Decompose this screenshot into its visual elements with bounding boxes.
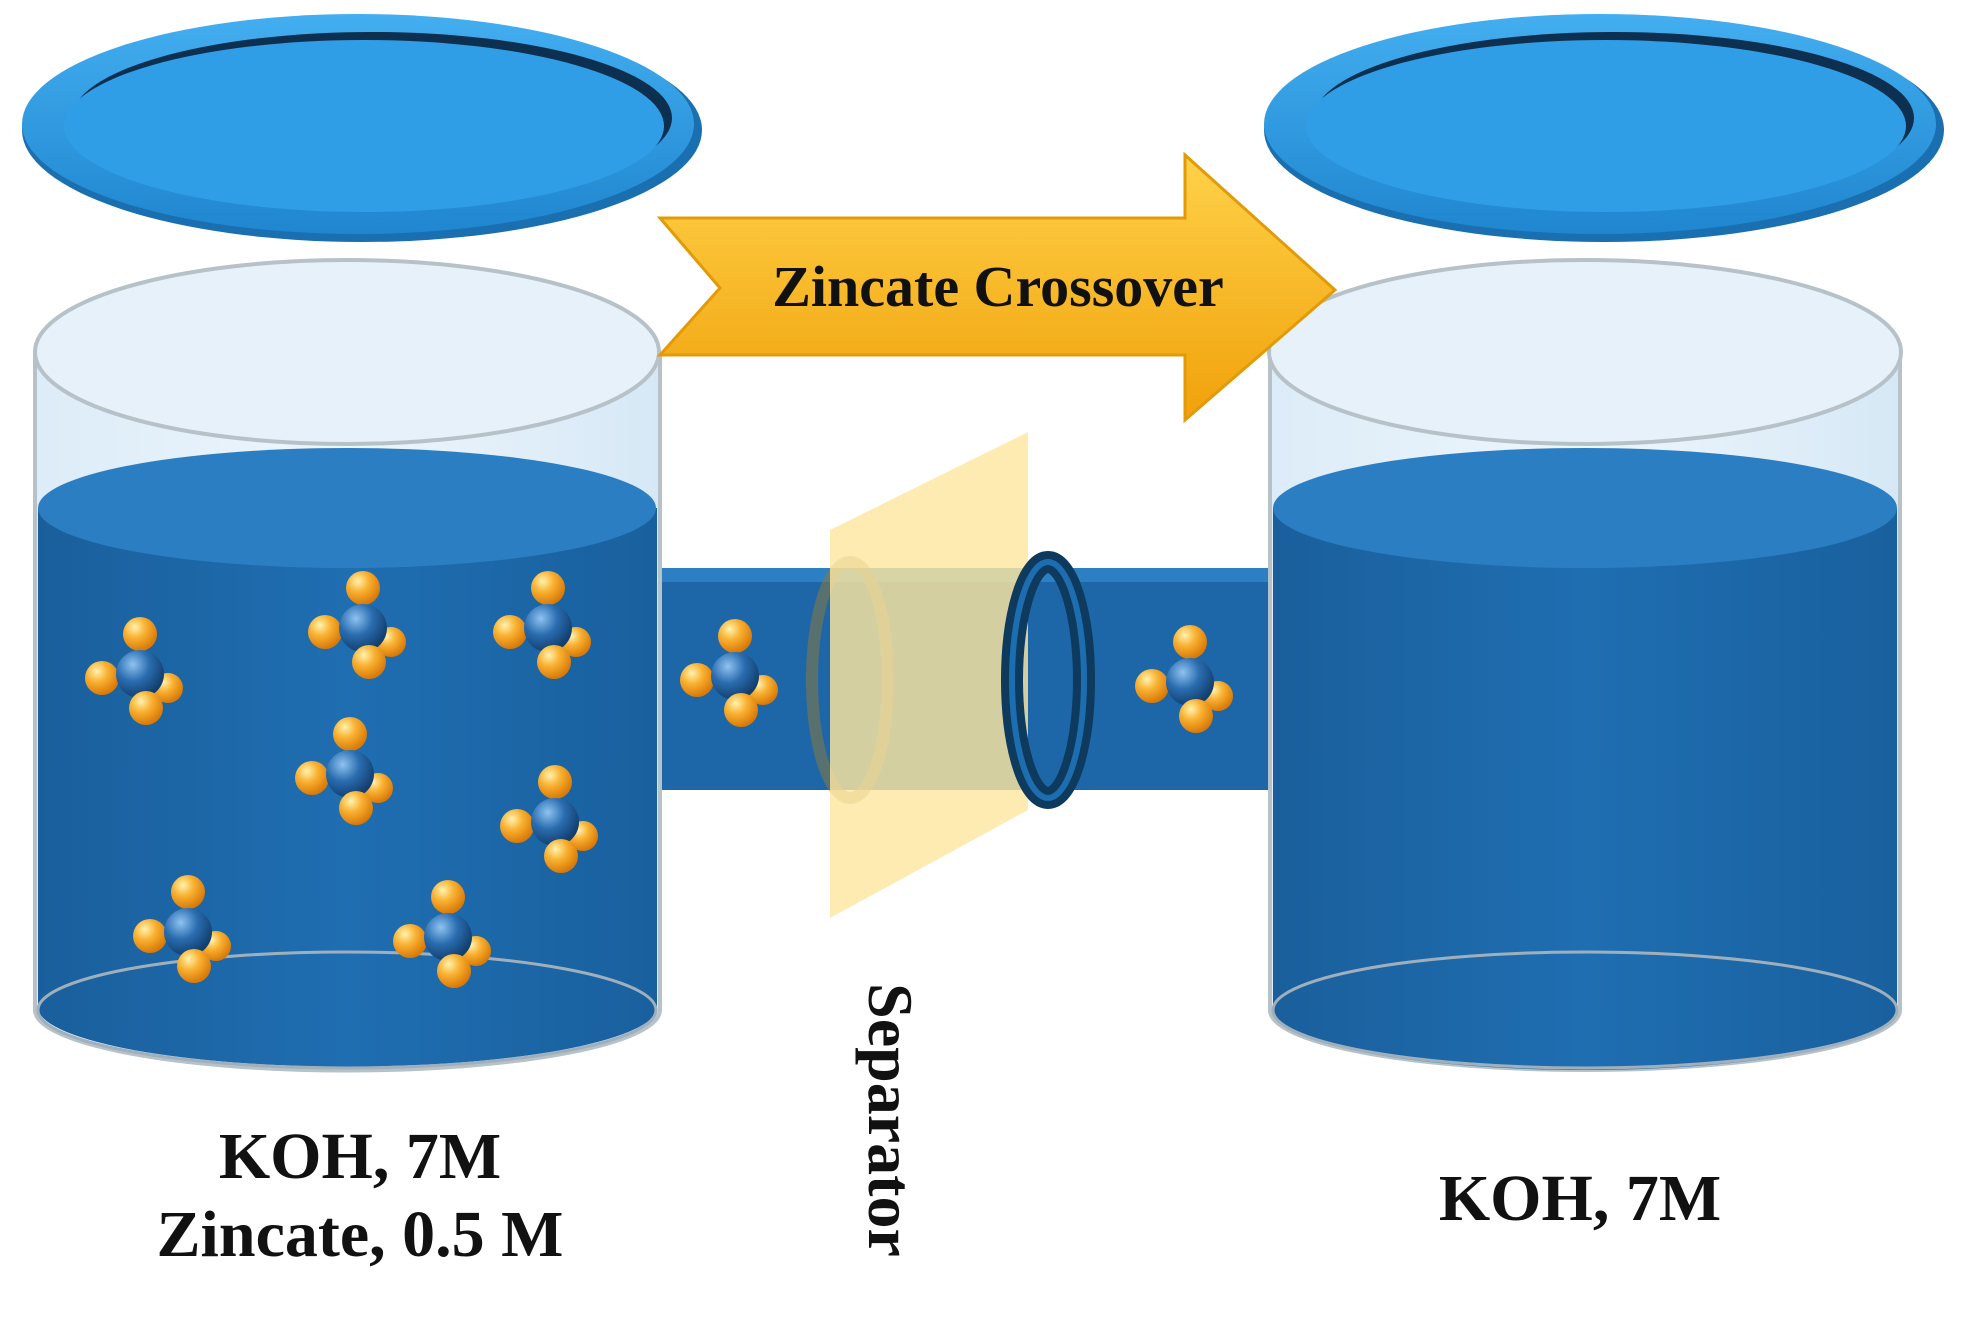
right-lid (1264, 14, 1944, 242)
arrow-label: Zincate Crossover (772, 254, 1224, 319)
right-tank-label: KOH, 7M (1438, 1162, 1722, 1235)
left-tank-label-line1: KOH, 7M (218, 1120, 502, 1193)
separator-label: Separator (854, 983, 926, 1257)
left-tank-label: KOH, 7M Zincate, 0.5 M (80, 1118, 640, 1274)
separator-assembly (806, 432, 1095, 918)
crossover-arrow: Zincate Crossover (656, 151, 1338, 424)
left-tank-label-line2: Zincate, 0.5 M (156, 1197, 564, 1271)
right-tank (1267, 258, 1903, 1072)
left-lid (22, 14, 702, 242)
separator-membrane (830, 432, 1028, 918)
